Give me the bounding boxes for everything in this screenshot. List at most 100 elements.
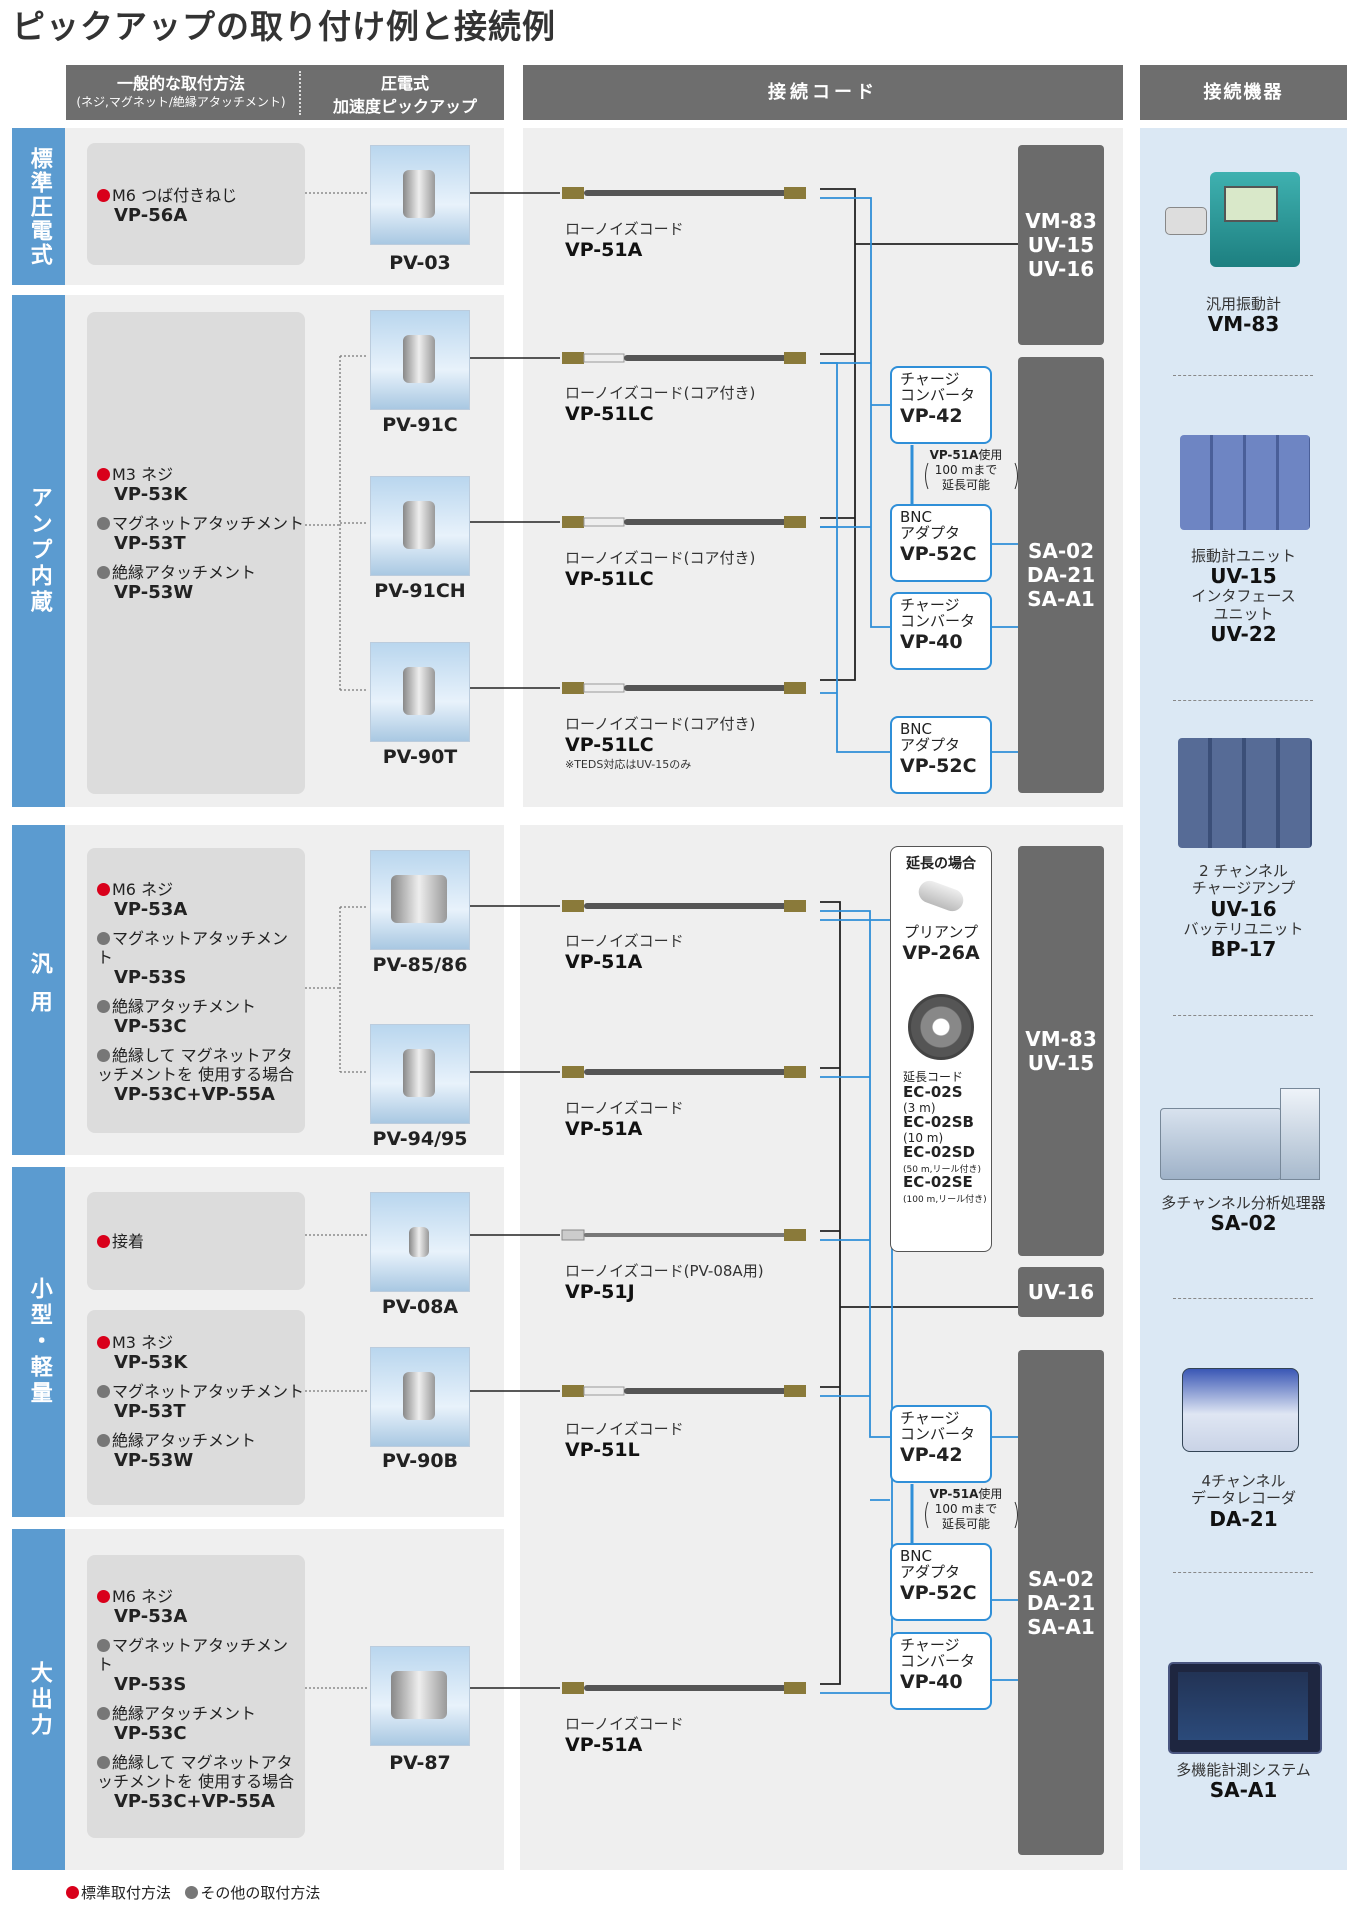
eq-part: UV-16: [1210, 896, 1277, 921]
grey-dot-icon: [97, 999, 110, 1013]
cord-label: ローノイズコード(コア付き)VP-51LC※TEDS対応はUV-15のみ: [565, 713, 755, 772]
conv-line: アダプタ: [900, 523, 961, 542]
sensor-image: [370, 145, 470, 245]
cord-desc: ローノイズコード(コア付き): [565, 715, 756, 733]
ext-item: EC-02SE(100 m,リール付き): [903, 1175, 991, 1205]
conv-line: アダプタ: [900, 735, 961, 754]
sensor-image: [370, 642, 470, 742]
header-cord: 接続コード: [523, 65, 1123, 120]
ext-note-line: 100 mまで: [934, 463, 998, 477]
equipment-image: [1182, 1368, 1299, 1452]
eq-line: 振動計ユニット: [1190, 547, 1296, 565]
panel-equipment: [1140, 128, 1347, 1870]
ext-part: EC-02SB: [903, 1113, 974, 1131]
device-name: UV-16: [1027, 1280, 1095, 1304]
vibration-meter-icon: [1210, 172, 1300, 267]
mount-part: VP-53S: [114, 1674, 187, 1696]
cable: [562, 1385, 806, 1397]
legend-standard: 標準取付方法: [81, 1884, 172, 1902]
cable-graphics: [561, 187, 806, 1694]
sensor-body-icon: [403, 667, 435, 715]
ext-item: EC-02SD(50 m,リール付き): [903, 1145, 991, 1175]
sensor-image: [370, 476, 470, 576]
sensor-name: PV-91CH: [374, 580, 466, 602]
preamp-part: VP-26A: [902, 942, 980, 964]
extension-box: 延長の場合 プリアンプ VP-26A 延長コード EC-02S(3 m) EC-…: [890, 846, 992, 1252]
extension-title: 延長の場合: [906, 856, 976, 872]
sensor-name: PV-87: [389, 1752, 451, 1774]
mount-label: 絶縁アタッチメント: [112, 996, 257, 1016]
ext-note-line: 延長可能: [941, 1517, 990, 1531]
equipment-image: [1160, 1088, 1320, 1183]
cord-desc: ローノイズコード: [565, 1715, 684, 1733]
eq-part: UV-15: [1210, 564, 1277, 589]
ext-spec: (100 m,リール付き): [903, 1195, 987, 1205]
sensor-image: [370, 310, 470, 410]
category-label: 標準圧電式: [26, 146, 52, 267]
cord-part: VP-51LC: [565, 403, 654, 425]
category-label: 小型・軽量: [26, 1277, 52, 1407]
eq-part: SA-02: [1210, 1211, 1277, 1236]
category-small: 小型・軽量: [12, 1167, 65, 1517]
mount-label: 絶縁して マグネットアタッチメントを 使用する場合: [97, 1045, 295, 1084]
category-label: 汎用: [26, 952, 52, 1028]
cord-part: VP-51LC: [565, 568, 654, 590]
mount-label: 絶縁アタッチメント: [112, 1430, 257, 1450]
ext-note-line: 延長可能: [941, 478, 990, 492]
blue-wiring: [820, 197, 1018, 1694]
ext-note-use: 使用: [978, 1487, 1003, 1501]
mount-label: 絶縁アタッチメント: [112, 562, 257, 582]
mount-box-amp: [87, 312, 305, 794]
eq-part: SA-A1: [1209, 1778, 1278, 1803]
cord-part: VP-51J: [565, 1281, 635, 1303]
grey-dot-icon: [97, 516, 110, 530]
mount-label: M3 ネジ: [112, 465, 174, 484]
cable: [562, 516, 806, 528]
equipment-divider: [1173, 700, 1313, 701]
sensor-body-icon: [391, 875, 447, 923]
eq-part: UV-22: [1210, 621, 1277, 646]
equipment-image: [1180, 435, 1310, 530]
cable: [562, 900, 806, 912]
ext-spec: (3 m): [903, 1101, 936, 1115]
sensor-name: PV-94/95: [372, 1128, 468, 1150]
ext-note-part: VP-51A: [929, 1487, 979, 1501]
category-standard: 標準圧電式: [12, 128, 65, 285]
eq-line: インタフェース: [1191, 587, 1296, 606]
ext-item: EC-02SB(10 m): [903, 1115, 991, 1145]
conv-line: コンバータ: [900, 1651, 976, 1670]
mount-box-std: [87, 143, 305, 265]
mount-label: 絶縁アタッチメント: [112, 1703, 257, 1723]
sensor-image: [370, 850, 470, 950]
eq-line: 多チャンネル分析処理器: [1161, 1194, 1326, 1212]
device-name: UV-15: [1027, 1051, 1095, 1075]
ext-cord-label: 延長コード: [903, 1070, 964, 1084]
mount-label: 接着: [112, 1232, 145, 1251]
device-name: VM-83: [1025, 209, 1097, 233]
sensor-name: PV-91C: [382, 414, 458, 436]
cord-desc: ローノイズコード: [565, 1420, 684, 1438]
sensor-body-icon: [391, 1671, 447, 1719]
mount-part: VP-53T: [114, 532, 186, 554]
legend-other: その他の取付方法: [200, 1884, 321, 1902]
mount-label: M6 ネジ: [112, 1587, 174, 1606]
sensor-name: PV-90B: [381, 1450, 459, 1472]
eq-line: 多機能計測システム: [1176, 1761, 1311, 1779]
eq-line: 汎用振動計: [1205, 295, 1281, 313]
mount-box-big: [87, 1555, 305, 1838]
cable: [562, 682, 806, 694]
red-dot-icon: [97, 189, 110, 202]
